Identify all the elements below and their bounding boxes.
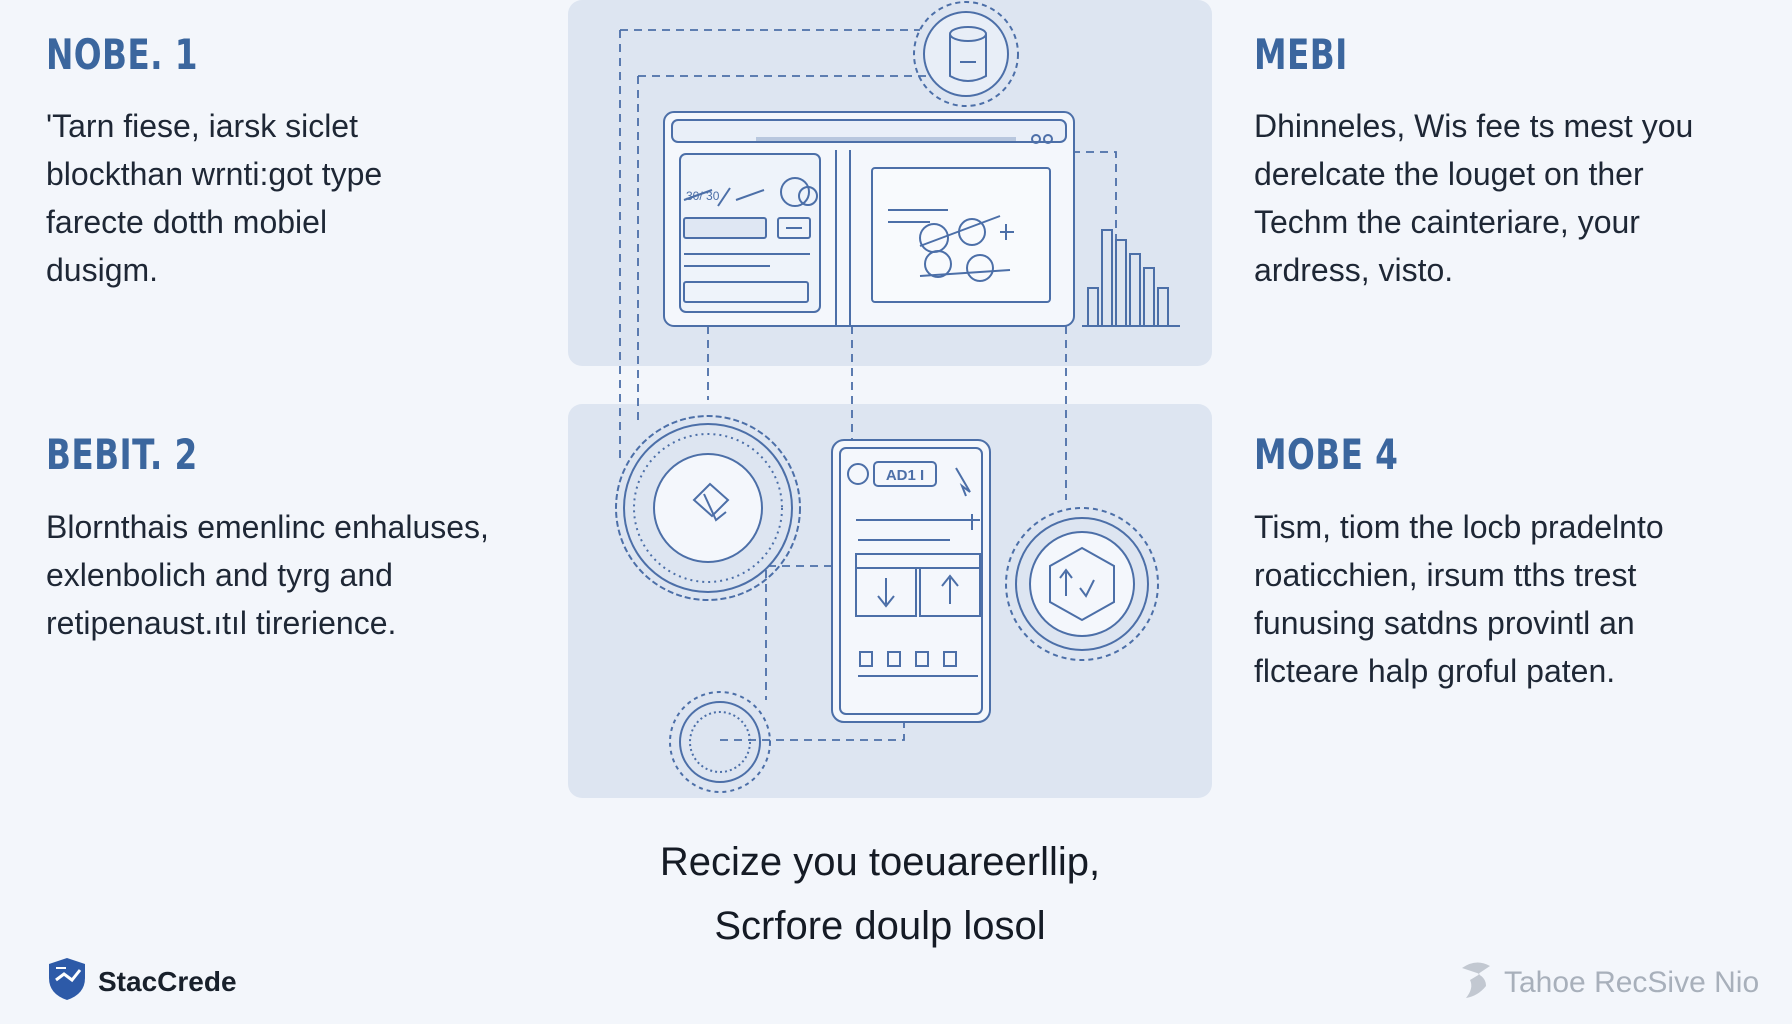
section-4-line: roaticchien, irsum tths trest xyxy=(1254,557,1637,593)
section-1-line: blockthan wrnti:got type xyxy=(46,156,383,192)
caption-line-2: Scrfore doulp losol xyxy=(714,904,1046,948)
section-2-line: derelcate the louget on ther xyxy=(1254,156,1644,192)
caption-line-1: Recize you toeuareerllip, xyxy=(659,840,1101,884)
section-3-line: exlenbolich and tyrg and xyxy=(46,557,393,593)
bar-chart-icon xyxy=(1082,229,1180,327)
caption: Recize you toeuareerllip, Scrfore doulp … xyxy=(520,830,1240,958)
section-1-heading: NOBE. 1 xyxy=(46,30,198,79)
browser-window-icon xyxy=(663,111,1075,327)
section-2-text: Dhinneles, Wis fee ts mest you derelcate… xyxy=(1254,102,1693,294)
phone-badge-label: AD1 I xyxy=(886,467,924,484)
section-3-text: Blornthais emenlinc enhaluses, exlenboli… xyxy=(46,503,489,647)
section-2-heading: MEBI xyxy=(1254,30,1348,79)
shield-icon xyxy=(46,956,88,1007)
section-1-line: farecte dotth mobiel xyxy=(46,204,328,240)
section-4-line: flcteare halp groful paten. xyxy=(1254,653,1616,689)
brand-name: StacCrede xyxy=(98,965,237,997)
section-1-line: 'Tarn fiese, iarsk siclet xyxy=(46,108,358,144)
section-2-line: ardress, visto. xyxy=(1254,252,1454,288)
swirl-icon xyxy=(1456,958,1496,1008)
section-4-heading: MOBE 4 xyxy=(1254,430,1399,479)
section-2-line: Dhinneles, Wis fee ts mest you xyxy=(1254,108,1694,144)
section-4-line: funusing satdns provintl an xyxy=(1254,605,1635,641)
section-1-text: 'Tarn fiese, iarsk siclet blockthan wrnt… xyxy=(46,102,382,294)
section-1-line: dusigm. xyxy=(46,252,159,288)
small-orbit-icon xyxy=(669,691,771,793)
watermark: Tahoe RecSive Nio xyxy=(1456,958,1759,1008)
hexagon-node-icon xyxy=(1005,507,1159,661)
connector-lines xyxy=(619,29,1117,741)
database-icon xyxy=(913,1,1019,107)
section-4-text: Tism, tiom the locb pradelnto roaticchie… xyxy=(1254,503,1664,695)
section-4-line: Tism, tiom the locb pradelnto xyxy=(1254,509,1664,545)
window-mini-label: 30/ 30 xyxy=(686,189,720,203)
section-3-line: Blornthais emenlinc enhaluses, xyxy=(46,509,489,545)
section-3-line: retipenaust.ıtıl tirerience. xyxy=(46,605,397,641)
section-2-line: Techm the cainteriare, your xyxy=(1254,204,1640,240)
link-loop-icon xyxy=(615,415,801,601)
section-3-heading: BEBIT. 2 xyxy=(46,430,198,479)
brand-logo: StacCrede xyxy=(46,956,237,1007)
phone-mockup-icon xyxy=(831,439,991,723)
watermark-text: Tahoe RecSive Nio xyxy=(1504,966,1760,999)
